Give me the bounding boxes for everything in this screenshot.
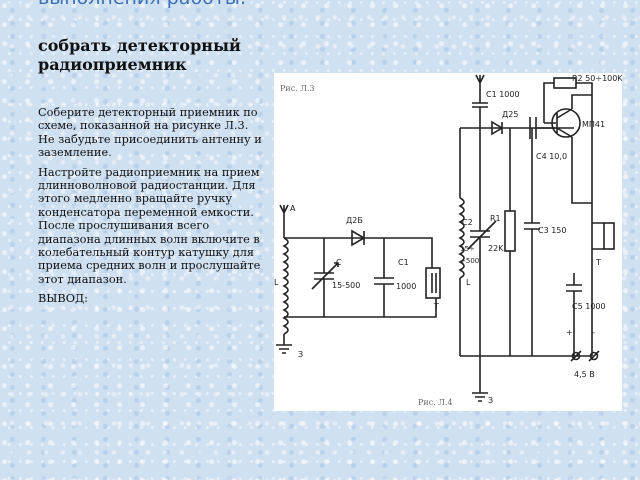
left-antenna-label: A <box>290 204 296 213</box>
left-cap-value: 1000 <box>396 282 416 291</box>
right-diode-label: Д25 <box>502 110 518 119</box>
circuit-diagram: Рис. Л.3 Рис. Л.4 A L З Д2Б C 15-500 <box>274 74 622 407</box>
right-ground-label: З <box>488 396 493 405</box>
left-varcap-label: C <box>336 258 342 267</box>
left-ground-label: З <box>298 350 303 359</box>
caption-fig-l3: Рис. Л.3 <box>280 84 315 93</box>
right-battery-label: 4,5 В <box>574 370 595 379</box>
left-circuit: A L З Д2Б C 15-500 C1 1000 Т <box>274 204 441 359</box>
right-r1-label: R1 <box>490 214 501 223</box>
right-transistor-label: МП41 <box>582 120 605 129</box>
right-c2-label: C2 <box>462 218 473 227</box>
left-phones-label: Т <box>433 302 439 311</box>
right-c1-label: C1 1000 <box>486 90 520 99</box>
left-coil-label: L <box>274 278 279 287</box>
right-phones-label: Т <box>595 258 601 267</box>
right-r2-label: R2 50÷100K <box>572 74 622 83</box>
conclusion-label: ВЫВОД: <box>38 292 88 306</box>
right-plus-label: + <box>566 328 573 337</box>
right-c5-label: C5 1000 <box>572 302 606 311</box>
right-c2-value: 15÷ <box>460 245 475 253</box>
left-cap-label: C1 <box>398 258 409 267</box>
left-diode-label: Д2Б <box>346 216 363 225</box>
right-c3-label: C3 150 <box>538 226 567 235</box>
right-circuit: C1 1000 L З Д25 C2 15÷ ÷500 R1 <box>458 74 622 405</box>
instruction-paragraph-1: Соберите детекторный приемник по схеме, … <box>38 106 262 160</box>
right-minus-label: - <box>592 328 595 337</box>
left-varcap-value: 15-500 <box>332 281 360 290</box>
right-r1-value: 22K <box>488 244 504 253</box>
right-c2-value2: ÷500 <box>460 257 479 265</box>
instruction-paragraph-2: Настройте радиоприемник на прием длиннов… <box>38 165 261 286</box>
slide-heading: выполнения работы: <box>38 0 268 9</box>
circuit-figure: Рис. Л.3 Рис. Л.4 A L З Д2Б C 15-500 <box>274 73 622 411</box>
right-coil-label: L <box>466 278 471 287</box>
instructions-text: Соберите детекторный приемник по схеме, … <box>38 106 266 312</box>
right-c4-label: C4 10,0 <box>536 152 567 161</box>
caption-fig-l4: Рис. Л.4 <box>418 398 453 407</box>
slide-subheading: собрать детекторный радиоприемник <box>38 36 241 74</box>
